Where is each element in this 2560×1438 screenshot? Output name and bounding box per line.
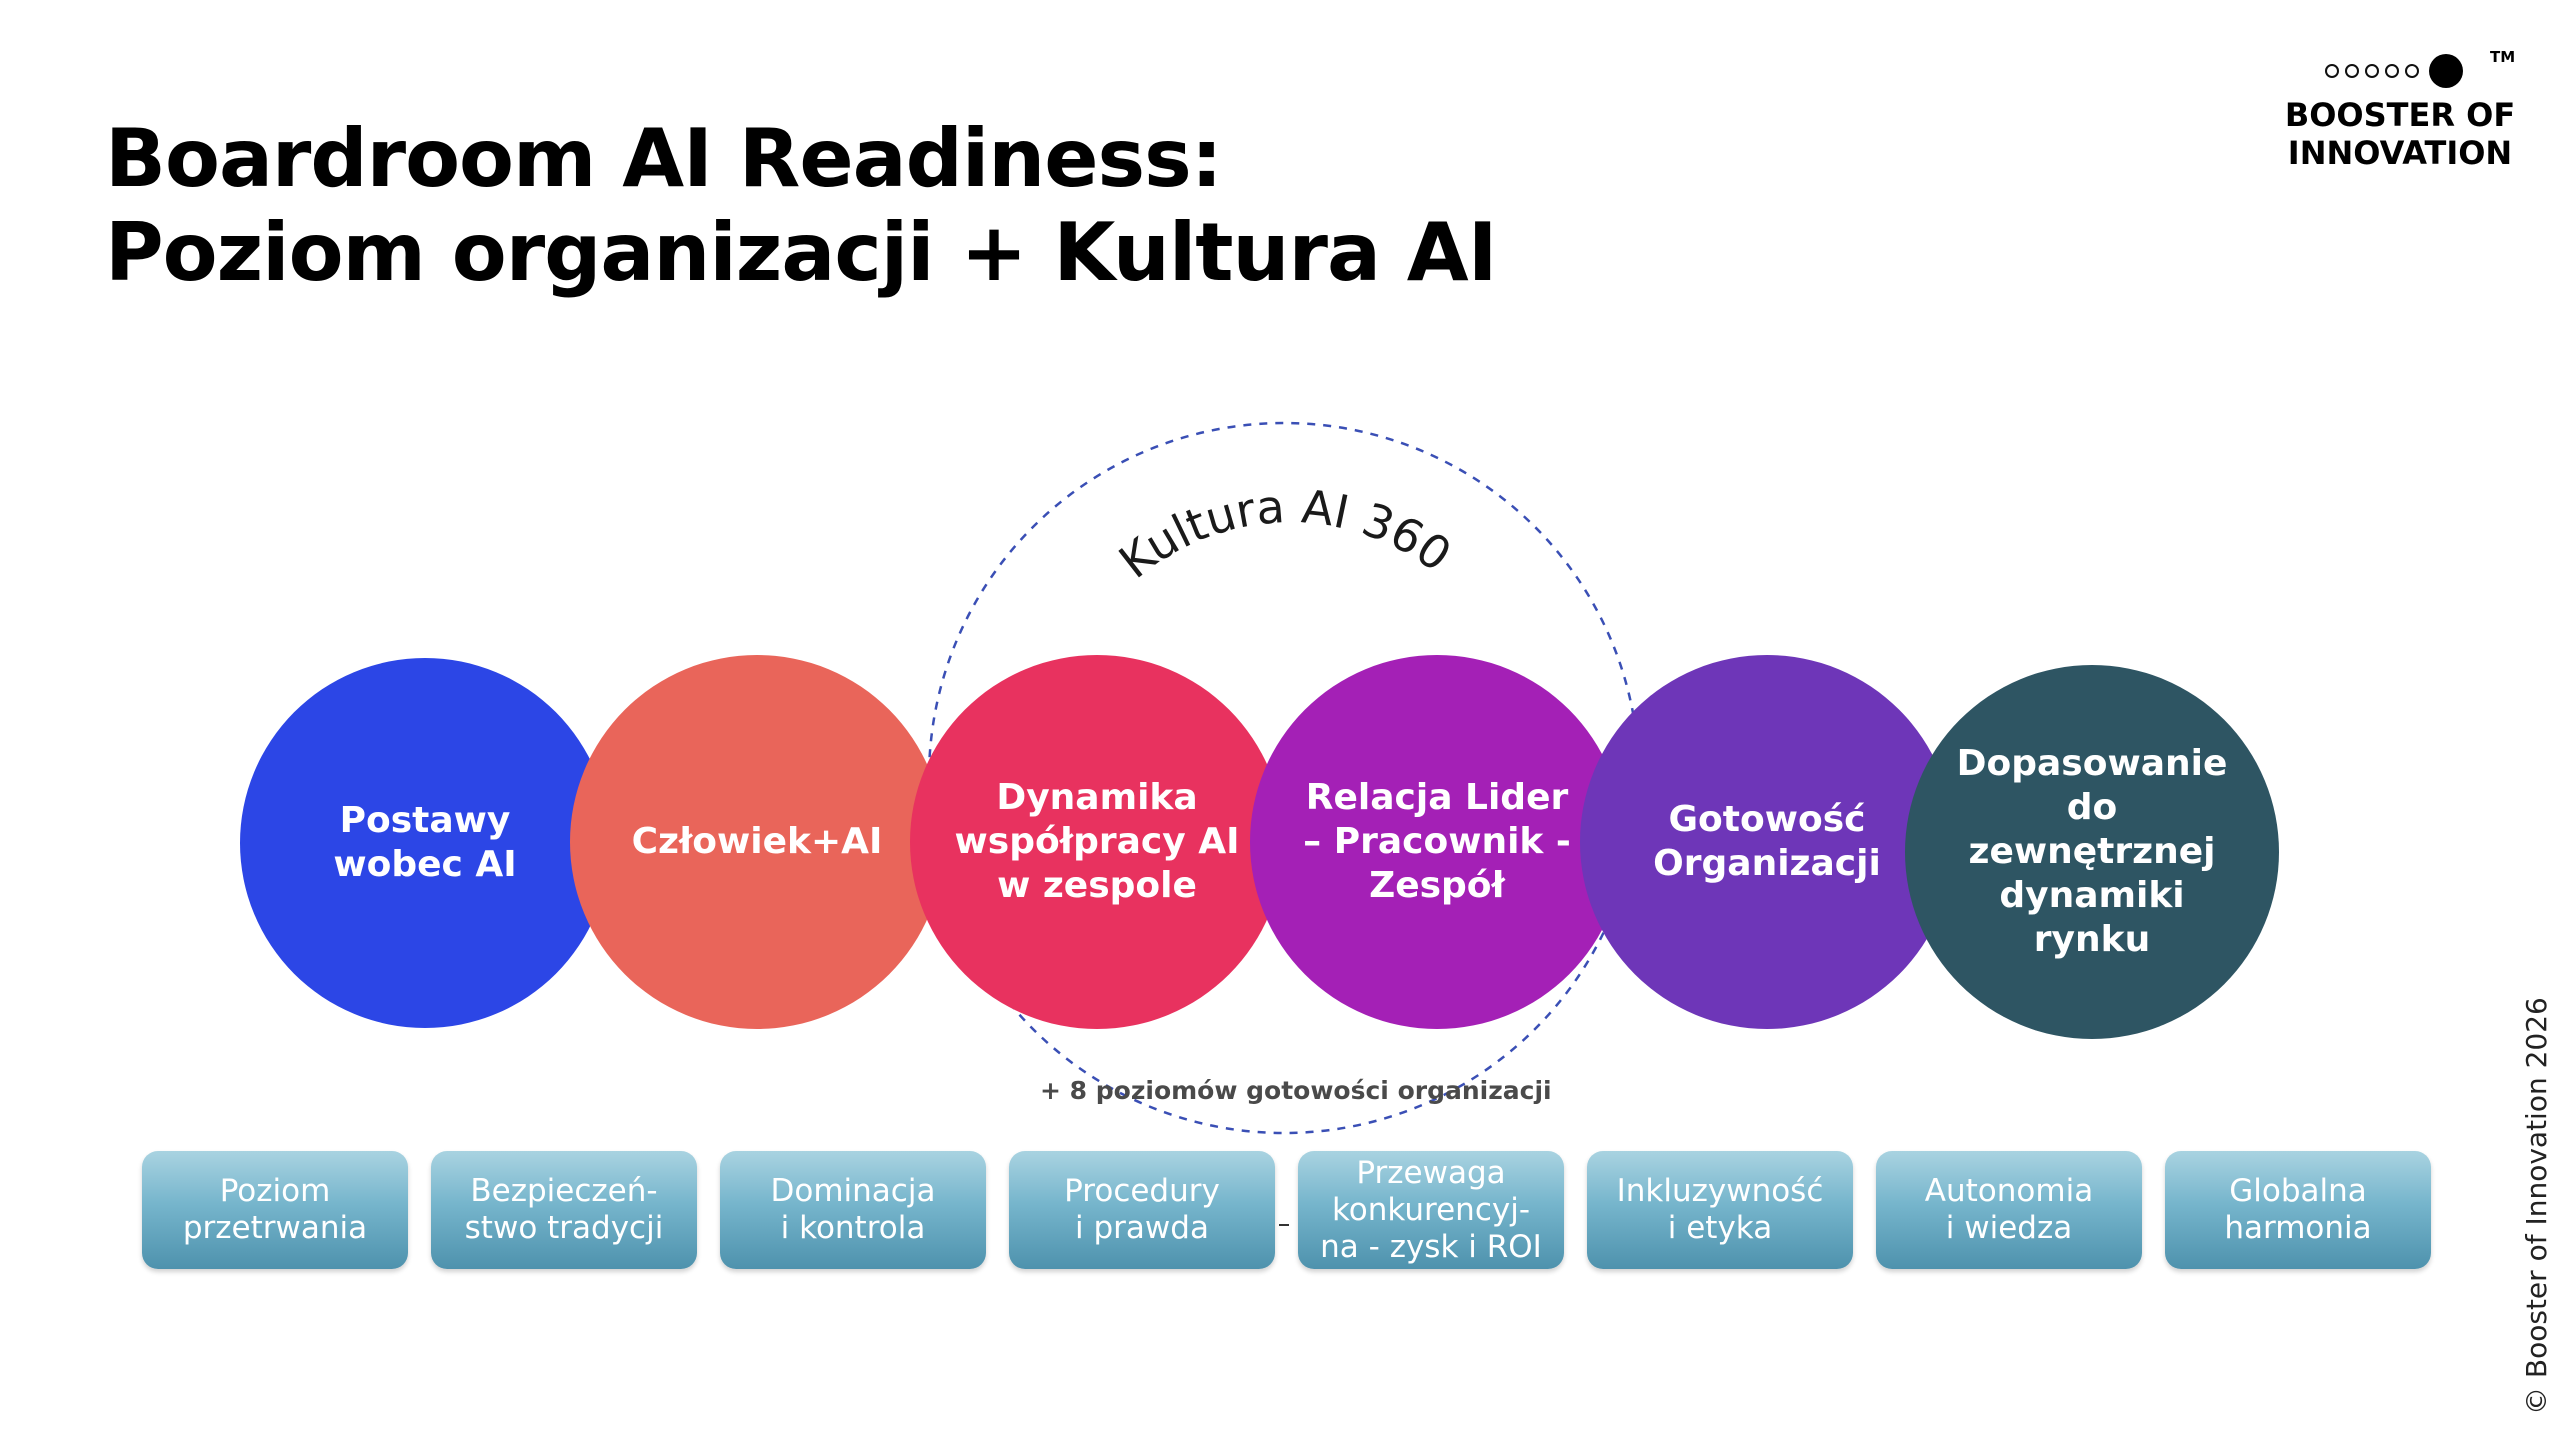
levels-note: + 8 poziomów gotowości organizacji [1040,1076,1552,1105]
level-box-8: Globalna harmonia [2165,1151,2431,1269]
logo-dots-icon [2325,54,2463,88]
copyright: © Booster of Innovation 2026 [2520,997,2553,1415]
level-box-1: Poziom przetrwania [142,1151,408,1269]
logo-wordmark: BOOSTER OF INNOVATION [2265,96,2535,172]
level-box-3: Dominacja i kontrola [720,1151,986,1269]
circle-gotowosc-organizacji: Gotowość Organizacji [1580,655,1954,1029]
title-line-1: Boardroom AI Readiness: [105,112,1223,205]
level-box-2: Bezpieczeń- stwo tradycji [431,1151,697,1269]
logo-line-2: INNOVATION [2287,134,2513,172]
kultura-ai-360-label: Kultura AI 360 [1109,479,1461,589]
slide-title: Boardroom AI Readiness: Poziom organizac… [105,112,1497,300]
circle-dopasowanie-dynamiki-rynku: Dopasowanie do zewnętrznej dynamiki rynk… [1905,665,2279,1039]
booster-of-innovation-logo: TM BOOSTER OF INNOVATION [2265,44,2535,174]
logo-line-1: BOOSTER OF [2284,96,2516,134]
circle-dynamika-wspolpracy: Dynamika współpracy AI w zespole [910,655,1284,1029]
circle-czlowiek-ai: Człowiek+AI [570,655,944,1029]
title-line-2: Poziom organizacji + Kultura AI [105,206,1497,299]
level-box-7: Autonomia i wiedza [1876,1151,2142,1269]
level-box-5: Przewaga konkurencyj- na - zysk i ROI [1298,1151,1564,1269]
divider-dash [1279,1224,1289,1226]
level-box-6: Inkluzywność i etyka [1587,1151,1853,1269]
circle-relacja-lider-pracownik: Relacja Lider – Pracownik - Zespół [1250,655,1624,1029]
kultura-ai-360-text: Kultura AI 360 [1109,479,1461,589]
logo-trademark: TM [2490,48,2516,66]
level-box-4: Procedury i prawda [1009,1151,1275,1269]
circle-postawy-wobec-ai: Postawy wobec AI [240,658,610,1028]
